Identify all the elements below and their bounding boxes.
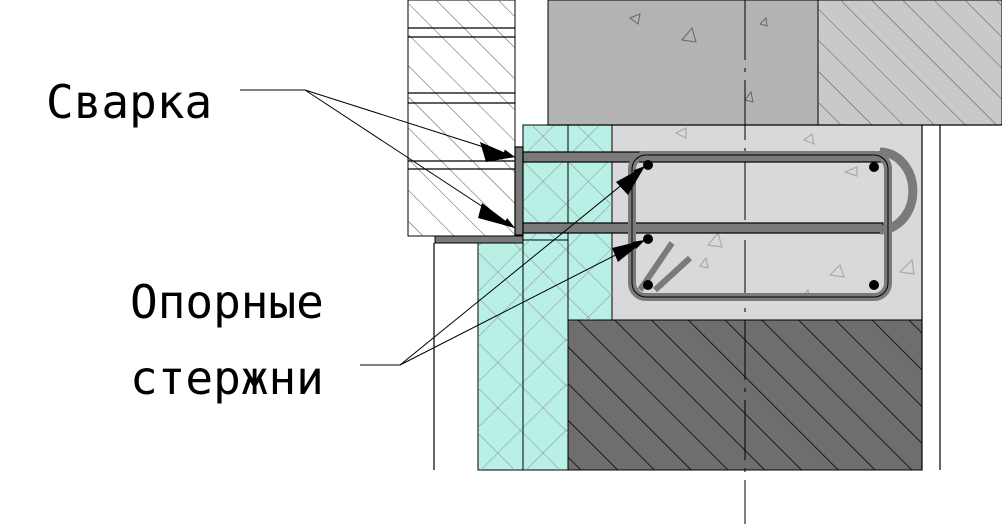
brick-wall xyxy=(407,0,516,237)
weld-plate xyxy=(514,146,524,236)
reinforcement xyxy=(514,146,918,301)
stirrup-hook xyxy=(652,255,693,293)
outline-lines xyxy=(433,124,1002,470)
label-welding: Сварка xyxy=(46,75,212,129)
leaders xyxy=(240,89,646,366)
support-plate xyxy=(434,235,524,244)
anchor-rod-bottom xyxy=(522,222,884,234)
upper-concrete-slab xyxy=(547,0,1002,126)
rod-bend xyxy=(879,147,918,235)
support-bars xyxy=(643,160,879,290)
label-support-bars-1: Опорные xyxy=(130,275,324,329)
label-support-bars-2: стержни xyxy=(130,351,324,405)
leader-arrowheads xyxy=(478,142,645,262)
